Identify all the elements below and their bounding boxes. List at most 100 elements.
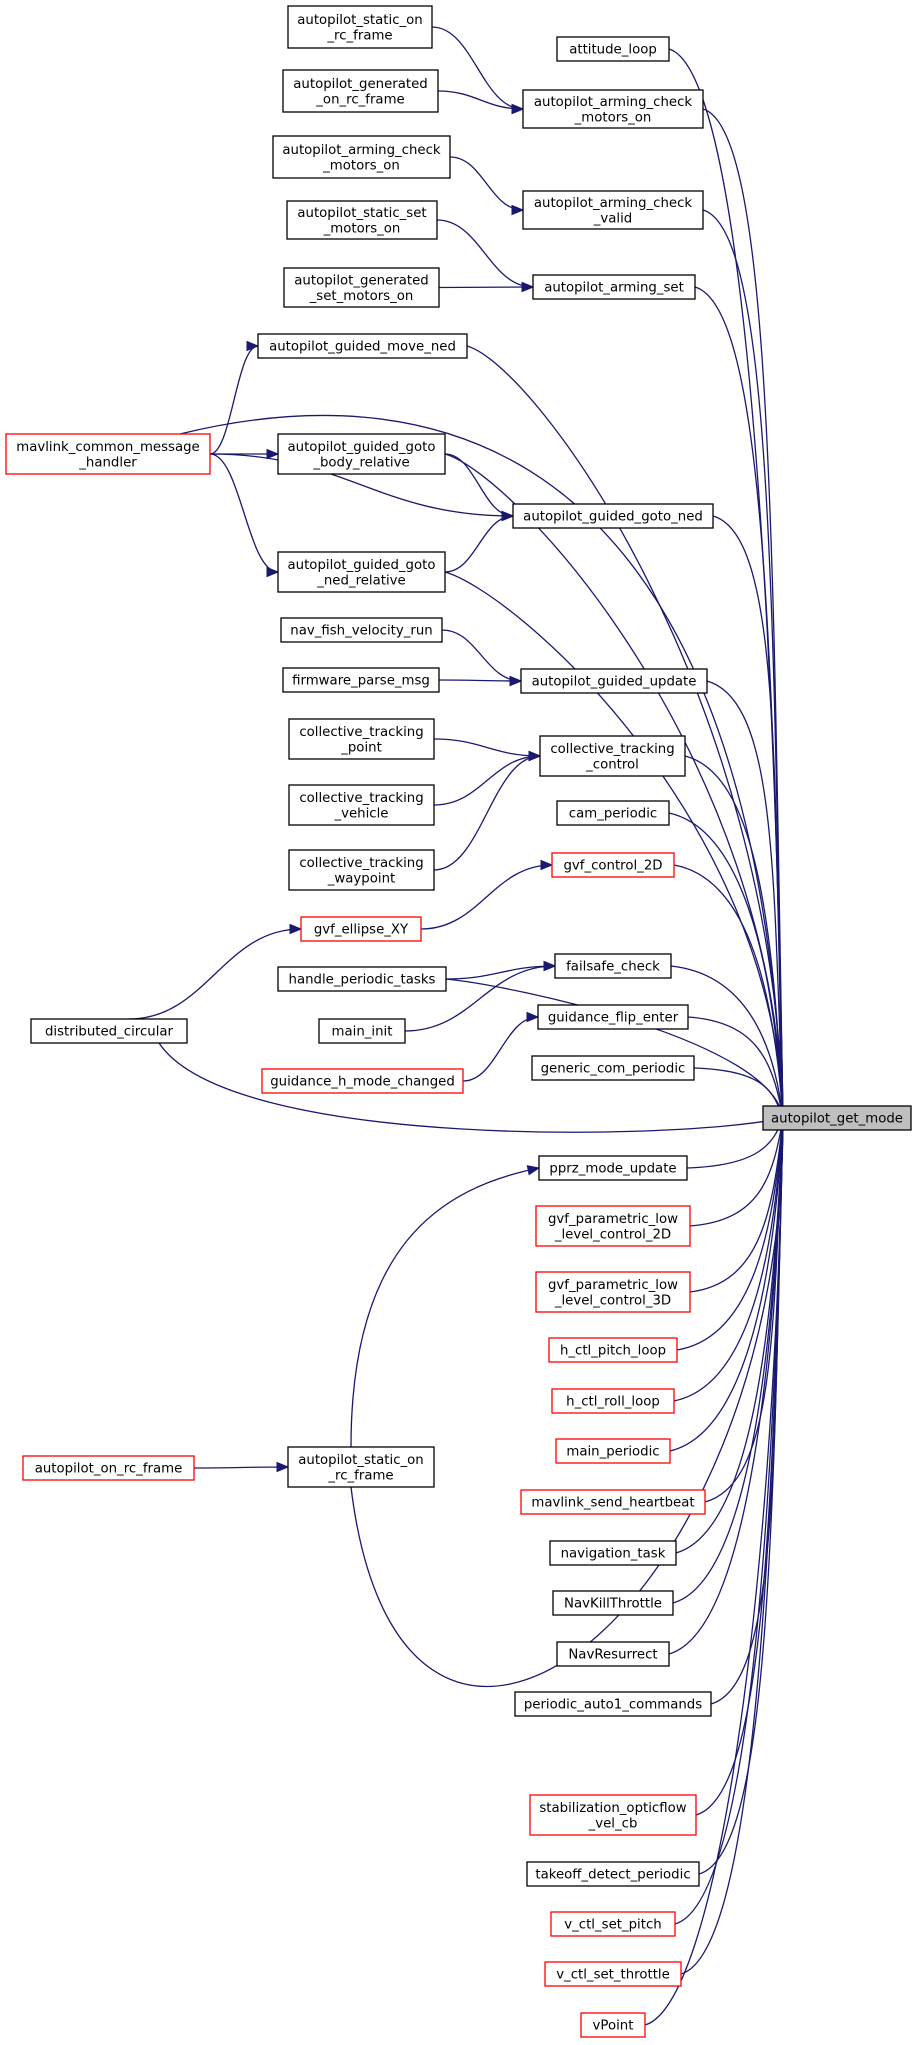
node-firmware_parse_msg[interactable]: firmware_parse_msg <box>282 667 440 693</box>
node-autopilot_guided_update[interactable]: autopilot_guided_update <box>520 668 708 694</box>
node-autopilot_static_on_rc_frame_low-label-1: _rc_frame <box>327 1468 393 1483</box>
node-vPoint[interactable]: vPoint <box>580 2012 646 2038</box>
node-autopilot_static_set_motors_on-label-0: autopilot_static_set <box>297 206 426 221</box>
node-takeoff_detect_periodic-box <box>526 1861 700 1887</box>
node-autopilot_arming_check_motors_on_left[interactable]: autopilot_arming_check_motors_on <box>272 135 451 179</box>
node-collective_tracking_waypoint-label-1: _waypoint <box>327 871 395 886</box>
node-mavlink_common_message_handler-box <box>5 433 211 475</box>
node-failsafe_check-box <box>554 953 672 979</box>
node-autopilot_generated_on_rc_frame-label-0: autopilot_generated <box>293 77 427 92</box>
node-gvf_parametric_low_level_control_3D[interactable]: gvf_parametric_low_level_control_3D <box>535 1271 691 1313</box>
node-autopilot_guided_goto_body_relative-label-0: autopilot_guided_goto <box>288 440 436 455</box>
edge-autopilot_guided_goto_ned_relative-to-autopilot_guided_goto_ned-arrowhead <box>501 510 515 522</box>
node-v_ctl_set_pitch[interactable]: v_ctl_set_pitch <box>550 1911 676 1937</box>
node-stabilization_opticflow_vel_cb-label-0: stabilization_opticflow <box>539 1801 686 1816</box>
node-periodic_auto1_commands-box <box>514 1691 712 1717</box>
node-collective_tracking_control-box <box>539 735 686 777</box>
edge-autopilot_static_on_rc_frame_low-to-pprz_mode_update <box>350 1167 540 1448</box>
node-periodic_auto1_commands[interactable]: periodic_auto1_commands <box>514 1691 712 1717</box>
edge-v_ctl_set_throttle-to-autopilot_get_mode <box>680 1117 784 1975</box>
node-autopilot_on_rc_frame-label-0: autopilot_on_rc_frame <box>35 1462 183 1477</box>
node-navigation_task[interactable]: navigation_task <box>549 1540 677 1566</box>
node-nav_fish_velocity_run[interactable]: nav_fish_velocity_run <box>280 617 443 643</box>
node-NavKillThrottle[interactable]: NavKillThrottle <box>552 1590 674 1616</box>
call-graph-edges <box>128 26 789 2026</box>
node-collective_tracking_vehicle[interactable]: collective_tracking_vehicle <box>288 784 435 826</box>
node-autopilot_static_on_rc_frame_low[interactable]: autopilot_static_on_rc_frame <box>287 1446 435 1488</box>
node-gvf_parametric_low_level_control_2D[interactable]: gvf_parametric_low_level_control_2D <box>535 1205 691 1247</box>
edge-collective_tracking_waypoint-to-collective_tracking_control <box>433 755 541 871</box>
node-autopilot_static_on_rc_frame_top-label-0: autopilot_static_on <box>297 13 422 28</box>
node-v_ctl_set_pitch-label-0: v_ctl_set_pitch <box>564 1918 661 1933</box>
node-gvf_parametric_low_level_control_3D-label-0: gvf_parametric_low <box>548 1278 678 1293</box>
edge-autopilot_on_rc_frame-to-autopilot_static_on_rc_frame_low-arrowhead <box>276 1461 290 1473</box>
node-autopilot_guided_goto_ned_relative[interactable]: autopilot_guided_goto_ned_relative <box>277 551 446 593</box>
node-main_init[interactable]: main_init <box>318 1018 406 1044</box>
node-cam_periodic[interactable]: cam_periodic <box>556 800 670 826</box>
node-gvf_control_2D[interactable]: gvf_control_2D <box>551 852 675 878</box>
node-attitude_loop-label-0: attitude_loop <box>569 43 657 58</box>
node-main_periodic-label-0: main_periodic <box>566 1445 659 1460</box>
node-autopilot_generated_on_rc_frame[interactable]: autopilot_generated_on_rc_frame <box>282 69 439 113</box>
node-autopilot_generated_set_motors_on-label-1: _set_motors_on <box>309 289 414 304</box>
node-failsafe_check[interactable]: failsafe_check <box>554 953 672 979</box>
node-guidance_flip_enter[interactable]: guidance_flip_enter <box>537 1004 689 1030</box>
node-autopilot_arming_check_valid[interactable]: autopilot_arming_check_valid <box>522 190 704 230</box>
node-autopilot_on_rc_frame[interactable]: autopilot_on_rc_frame <box>22 1455 195 1481</box>
node-NavResurrect[interactable]: NavResurrect <box>556 1641 670 1667</box>
node-collective_tracking_control-label-0: collective_tracking <box>550 742 674 757</box>
node-autopilot_get_mode[interactable]: autopilot_get_mode <box>762 1105 912 1131</box>
edge-mavlink_common_message_handler-to-autopilot_guided_goto_body_relative-arrowhead <box>266 448 280 460</box>
node-main_periodic[interactable]: main_periodic <box>555 1438 671 1464</box>
node-h_ctl_pitch_loop-label-0: h_ctl_pitch_loop <box>560 1344 666 1359</box>
edge-collective_tracking_point-to-collective_tracking_control <box>433 738 541 757</box>
node-distributed_circular[interactable]: distributed_circular <box>30 1018 188 1044</box>
node-generic_com_periodic[interactable]: generic_com_periodic <box>531 1055 695 1081</box>
node-autopilot_arming_set[interactable]: autopilot_arming_set <box>532 274 696 300</box>
edge-autopilot_guided_goto_body_relative-to-autopilot_guided_goto_ned <box>444 453 514 517</box>
node-takeoff_detect_periodic[interactable]: takeoff_detect_periodic <box>526 1861 700 1887</box>
node-takeoff_detect_periodic-label-0: takeoff_detect_periodic <box>535 1868 690 1883</box>
node-gvf_ellipse_XY[interactable]: gvf_ellipse_XY <box>300 916 422 942</box>
edge-cam_periodic-to-autopilot_get_mode <box>668 812 784 1119</box>
node-autopilot_guided_move_ned[interactable]: autopilot_guided_move_ned <box>257 333 468 359</box>
node-attitude_loop[interactable]: attitude_loop <box>556 36 670 62</box>
node-autopilot_generated_set_motors_on-box <box>283 267 440 308</box>
node-autopilot_guided_goto_ned[interactable]: autopilot_guided_goto_ned <box>512 503 714 529</box>
node-autopilot_generated_set_motors_on-label-0: autopilot_generated <box>294 273 428 288</box>
node-autopilot_generated_set_motors_on[interactable]: autopilot_generated_set_motors_on <box>283 267 440 308</box>
node-autopilot_static_set_motors_on[interactable]: autopilot_static_set_motors_on <box>286 200 438 240</box>
node-autopilot_guided_goto_body_relative[interactable]: autopilot_guided_goto_body_relative <box>277 433 446 475</box>
node-h_ctl_pitch_loop[interactable]: h_ctl_pitch_loop <box>548 1337 678 1363</box>
node-cam_periodic-label-0: cam_periodic <box>569 807 657 822</box>
call-graph-nodes: autopilot_get_mode attitude_loop autopilot… <box>5 5 912 2038</box>
node-collective_tracking_waypoint[interactable]: collective_tracking_waypoint <box>288 849 435 891</box>
node-autopilot_arming_check_motors_on_left-label-0: autopilot_arming_check <box>282 143 441 158</box>
node-pprz_mode_update[interactable]: pprz_mode_update <box>538 1155 688 1181</box>
edge-autopilot_static_on_rc_frame_low-to-pprz_mode_update-arrowhead <box>526 1165 541 1176</box>
edge-autopilot_guided_move_ned-to-autopilot_get_mode <box>466 345 784 1119</box>
node-navigation_task-label-0: navigation_task <box>561 1547 666 1562</box>
node-autopilot_arming_check_motors_on_left-label-1: _motors_on <box>322 158 400 173</box>
node-handle_periodic_tasks-label-0: handle_periodic_tasks <box>289 973 436 988</box>
node-mavlink_common_message_handler[interactable]: mavlink_common_message_handler <box>5 433 211 475</box>
node-autopilot_arming_check_motors_on_mid[interactable]: autopilot_arming_check_motors_on <box>522 89 704 129</box>
node-collective_tracking_waypoint-label-0: collective_tracking <box>299 856 423 871</box>
node-collective_tracking_control[interactable]: collective_tracking_control <box>539 735 686 777</box>
node-collective_tracking_point[interactable]: collective_tracking_point <box>288 718 435 760</box>
node-stabilization_opticflow_vel_cb[interactable]: stabilization_opticflow_vel_cb <box>529 1794 697 1836</box>
edge-NavResurrect-to-autopilot_get_mode <box>668 1117 784 1655</box>
edge-autopilot_static_on_rc_frame_top-to-autopilot_arming_check_motors_on_mid <box>431 26 524 110</box>
node-h_ctl_roll_loop[interactable]: h_ctl_roll_loop <box>551 1388 675 1414</box>
edge-firmware_parse_msg-to-autopilot_guided_update <box>438 679 522 682</box>
node-NavKillThrottle-box <box>552 1590 674 1616</box>
node-v_ctl_set_throttle[interactable]: v_ctl_set_throttle <box>544 1961 682 1987</box>
node-guidance_h_mode_changed[interactable]: guidance_h_mode_changed <box>261 1068 464 1094</box>
node-autopilot_guided_move_ned-label-0: autopilot_guided_move_ned <box>269 340 456 355</box>
edge-main_init-to-failsafe_check <box>404 965 556 1032</box>
node-mavlink_send_heartbeat[interactable]: mavlink_send_heartbeat <box>520 1489 706 1515</box>
node-autopilot_static_on_rc_frame_top[interactable]: autopilot_static_on_rc_frame <box>287 5 433 49</box>
node-handle_periodic_tasks[interactable]: handle_periodic_tasks <box>277 966 447 992</box>
node-NavKillThrottle-label-0: NavKillThrottle <box>564 1597 662 1612</box>
